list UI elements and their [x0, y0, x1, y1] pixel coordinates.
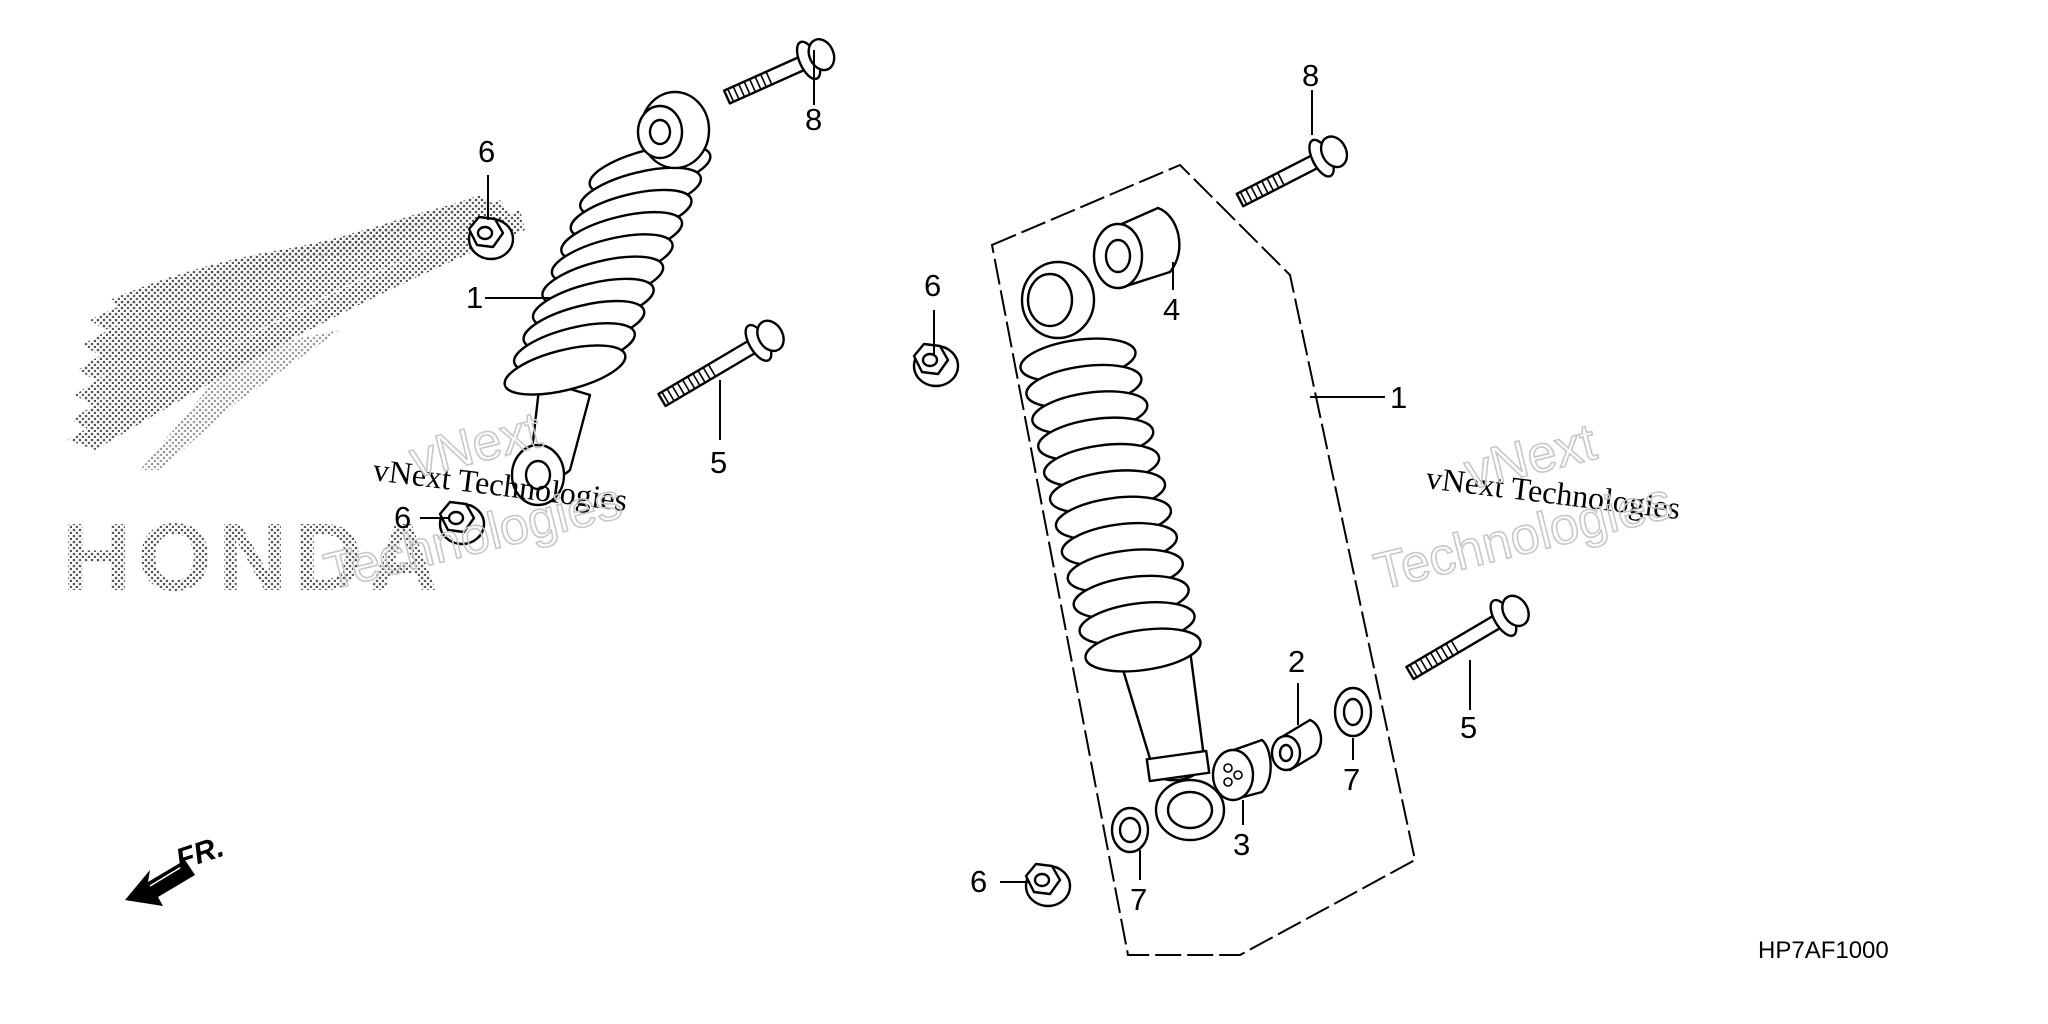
washer-part-7-left: [1110, 806, 1150, 854]
nut-part-6-top-left: [467, 215, 515, 261]
callout-6-bottom: 6: [970, 864, 987, 899]
leader-lines: [420, 50, 1471, 883]
bolt-part-5-right: [1405, 594, 1530, 681]
nut-part-6-center: [912, 342, 960, 388]
honda-logotype: HONDA: [62, 504, 444, 611]
figure-code: HP7AF1000: [1758, 937, 1889, 964]
watermark-right: vNext Technologies vNext Technologies: [1368, 412, 1682, 602]
front-direction-label: FR.: [172, 830, 228, 876]
bolt-part-8-right: [1235, 135, 1349, 208]
spring-coil: [503, 344, 627, 396]
callout-7-left: 7: [1130, 882, 1147, 917]
callout-8-left: 8: [805, 102, 822, 137]
callout-3: 3: [1233, 827, 1250, 862]
washer-part-7-right: [1333, 686, 1373, 738]
callout-4: 4: [1163, 292, 1180, 327]
watermark-left: vNext Technologies vNext Technologies: [318, 400, 629, 602]
callout-2: 2: [1288, 644, 1305, 679]
assembly-outline: [990, 163, 1417, 956]
callout-6-bottom-left: 6: [394, 500, 411, 535]
callout-5-left: 5: [710, 445, 727, 480]
left-shock-absorber: [503, 90, 712, 507]
nut-part-6-bottom: [1024, 862, 1072, 908]
spring-coil: [1084, 627, 1202, 673]
front-direction-arrow: FR.: [125, 830, 228, 906]
callout-1-right: 1: [1390, 380, 1407, 415]
bushing-part-4: [1092, 206, 1181, 290]
callout-6-center: 6: [924, 268, 941, 303]
callout-6-top-left: 6: [478, 134, 495, 169]
callout-1-left: 1: [466, 280, 483, 315]
svg-text:HONDA: HONDA: [62, 504, 444, 611]
bushing-part-3: [1211, 738, 1272, 802]
right-shock-absorber: [1019, 260, 1226, 842]
honda-wing-logo: [68, 195, 525, 470]
callout-8-right: 8: [1302, 58, 1319, 93]
callout-7-right: 7: [1343, 762, 1360, 797]
bolt-part-8-left: [722, 38, 836, 105]
callout-5-right: 5: [1460, 710, 1477, 745]
nut-part-6-bottom-left: [438, 500, 486, 546]
bolt-part-5-left: [657, 319, 785, 408]
collar-part-2: [1270, 718, 1323, 772]
